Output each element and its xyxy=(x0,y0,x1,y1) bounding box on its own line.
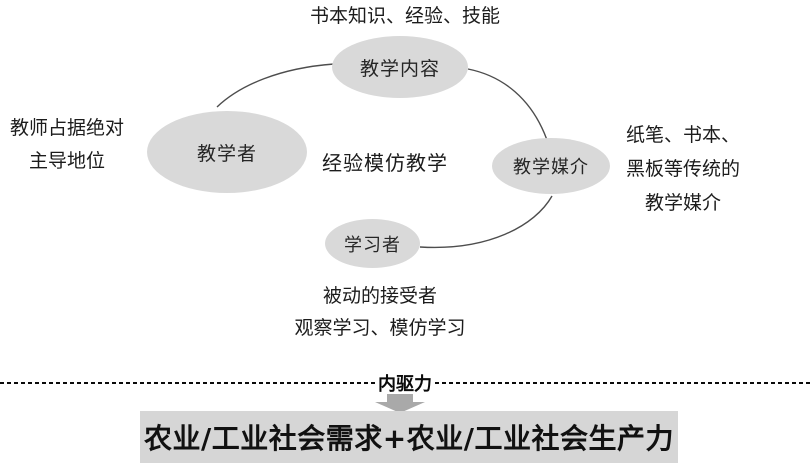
node-teaching-media: 教学媒介 xyxy=(492,138,610,194)
annotation-teacher: 教师占据绝对 主导地位 xyxy=(0,112,134,178)
annotation-teaching-content: 书本知识、经验、技能 xyxy=(250,0,560,33)
center-label-text: 经验模仿教学 xyxy=(322,151,448,175)
result-box-text: 农业/工业社会需求+农业/工业社会生产力 xyxy=(144,422,674,455)
arc-teacher-to-content xyxy=(216,63,335,108)
divider-dash-right xyxy=(435,382,810,384)
node-teacher-label: 教学者 xyxy=(196,142,257,165)
annotation-learner-line2: 观察学习、模仿学习 xyxy=(294,317,466,339)
annotation-teaching-content-text: 书本知识、经验、技能 xyxy=(309,5,500,27)
node-teaching-media-label: 教学媒介 xyxy=(513,157,589,178)
result-box: 农业/工业社会需求+农业/工业社会生产力 xyxy=(140,411,678,463)
divider-label: 内驱力 xyxy=(378,374,432,395)
node-learner-label: 学习者 xyxy=(344,234,401,256)
drive-force-divider: 内驱力 xyxy=(0,372,810,395)
arc-media-to-learner xyxy=(419,195,553,249)
annotation-learner: 被动的接受者 观察学习、模仿学习 xyxy=(270,280,490,344)
node-learner: 学习者 xyxy=(325,219,420,268)
node-teaching-content-label: 教学内容 xyxy=(359,57,440,80)
arc-content-to-media xyxy=(467,68,548,141)
annotation-media-line3: 教学媒介 xyxy=(644,192,721,214)
annotation-media: 纸笔、书本、 黑板等传统的 教学媒介 xyxy=(611,118,755,220)
center-label: 经验模仿教学 xyxy=(285,147,485,180)
annotation-teacher-line2: 主导地位 xyxy=(28,150,105,172)
annotation-media-line1: 纸笔、书本、 xyxy=(625,124,740,146)
annotation-learner-line1: 被动的接受者 xyxy=(322,285,437,307)
annotation-teacher-line1: 教师占据绝对 xyxy=(9,117,124,139)
node-teacher: 教学者 xyxy=(147,111,307,193)
annotation-media-line2: 黑板等传统的 xyxy=(625,158,740,180)
divider-dash-left xyxy=(0,382,375,384)
node-teaching-content: 教学内容 xyxy=(332,36,468,98)
